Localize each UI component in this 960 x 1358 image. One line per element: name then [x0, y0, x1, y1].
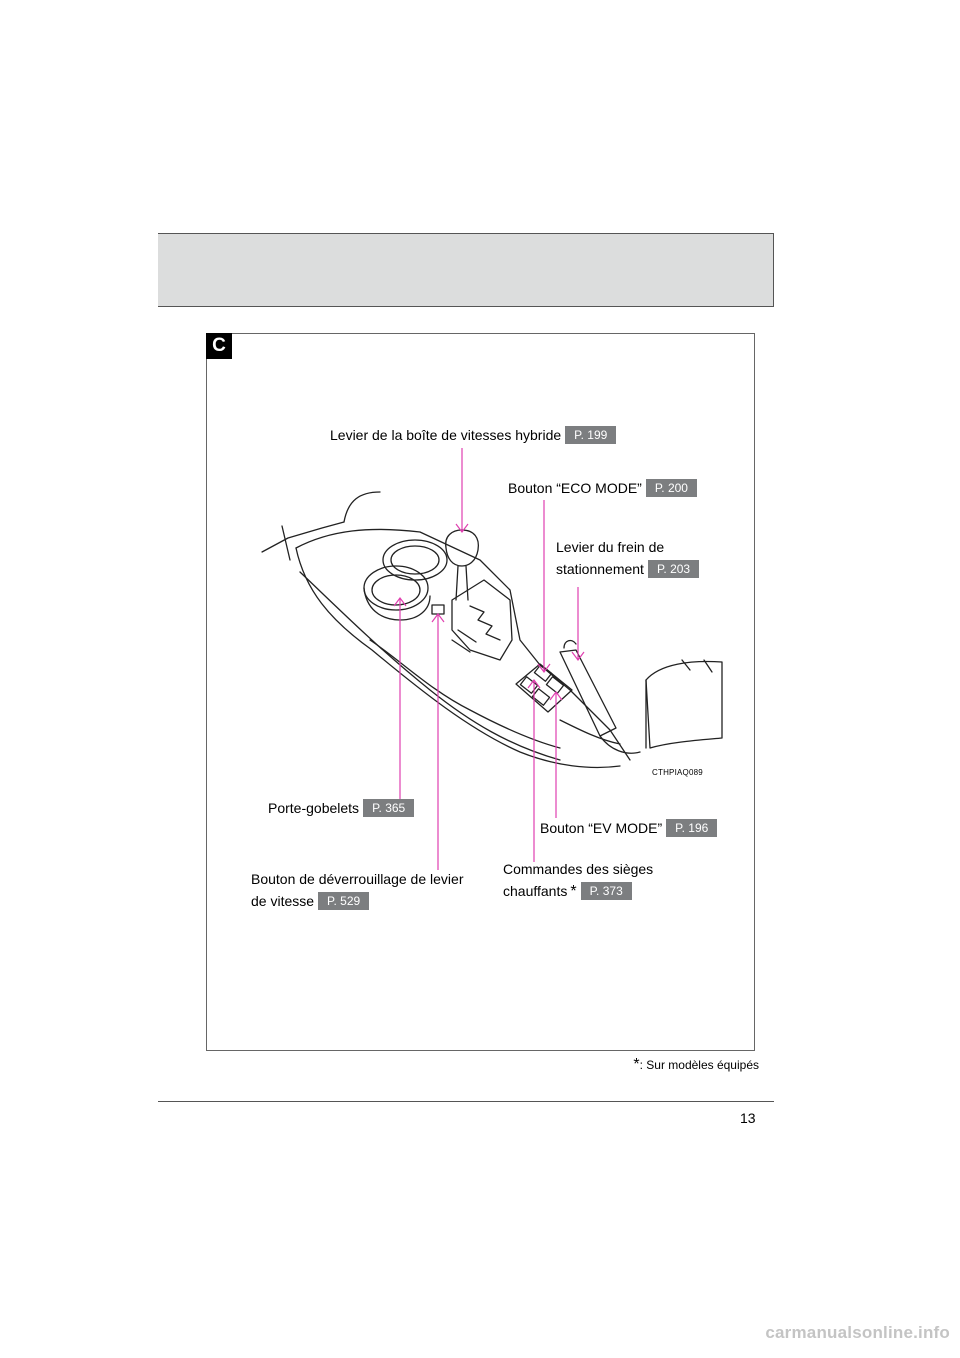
console-outer-shell [295, 528, 631, 761]
callout-label-line1: Bouton de déverrouillage de levier [251, 871, 464, 887]
armrest [645, 660, 723, 749]
section-tab: C [206, 333, 232, 359]
page-ref-badge[interactable]: P. 203 [647, 560, 700, 578]
shift-knob [445, 529, 480, 567]
page-ref-badge[interactable]: P. 196 [666, 819, 718, 837]
callout-ev-mode: Bouton “EV MODE”P. 196 [540, 817, 718, 839]
callout-heated-seats: Commandes des sièges chauffants*P. 373 [503, 858, 653, 903]
page-ref-badge[interactable]: P. 200 [645, 479, 697, 497]
callout-label: Bouton “ECO MODE” [508, 480, 642, 496]
header-band [158, 233, 774, 307]
asterisk-icon: * [633, 1056, 640, 1073]
callout-label: Levier de la boîte de vitesses hybride [330, 427, 562, 443]
callout-eco-mode: Bouton “ECO MODE”P. 200 [508, 477, 697, 499]
header-divider [773, 233, 774, 307]
page-number: 13 [740, 1110, 756, 1126]
callout-label-line2: de vitesse [251, 893, 315, 909]
page-ref-badge[interactable]: P. 529 [318, 892, 370, 910]
bottom-rule [158, 1101, 774, 1102]
watermark[interactable]: carmanualsonline.info [765, 1323, 950, 1342]
callout-label-line1: Levier du frein de [556, 539, 665, 555]
image-code: CTHPIAQ089 [652, 768, 703, 777]
footnote-text: : Sur modèles équipés [639, 1058, 759, 1072]
asterisk-icon: * [570, 883, 577, 900]
shift-gate [451, 579, 513, 661]
parking-brake-lever [559, 649, 617, 737]
switch-panel [515, 663, 573, 713]
page-ref-badge[interactable]: P. 373 [580, 882, 632, 900]
figure-frame [206, 333, 755, 1051]
callout-label-line2: chauffants [503, 883, 568, 899]
leader-lines [393, 448, 585, 870]
shift-lock-button [431, 604, 445, 615]
callout-label-line2: stationnement [556, 561, 644, 577]
page-ref-badge[interactable]: P. 365 [363, 799, 415, 817]
callout-label-line1: Commandes des sièges [503, 861, 654, 877]
page-ref-badge[interactable]: P. 199 [565, 426, 617, 444]
footnote: *: Sur modèles équipés [630, 1056, 759, 1074]
callout-label: Bouton “EV MODE” [540, 820, 663, 836]
dashboard-edge [261, 521, 345, 553]
callout-shift-lock-release: Bouton de déverrouillage de levier de vi… [251, 868, 463, 912]
callout-label: Porte-gobelets [268, 800, 360, 816]
